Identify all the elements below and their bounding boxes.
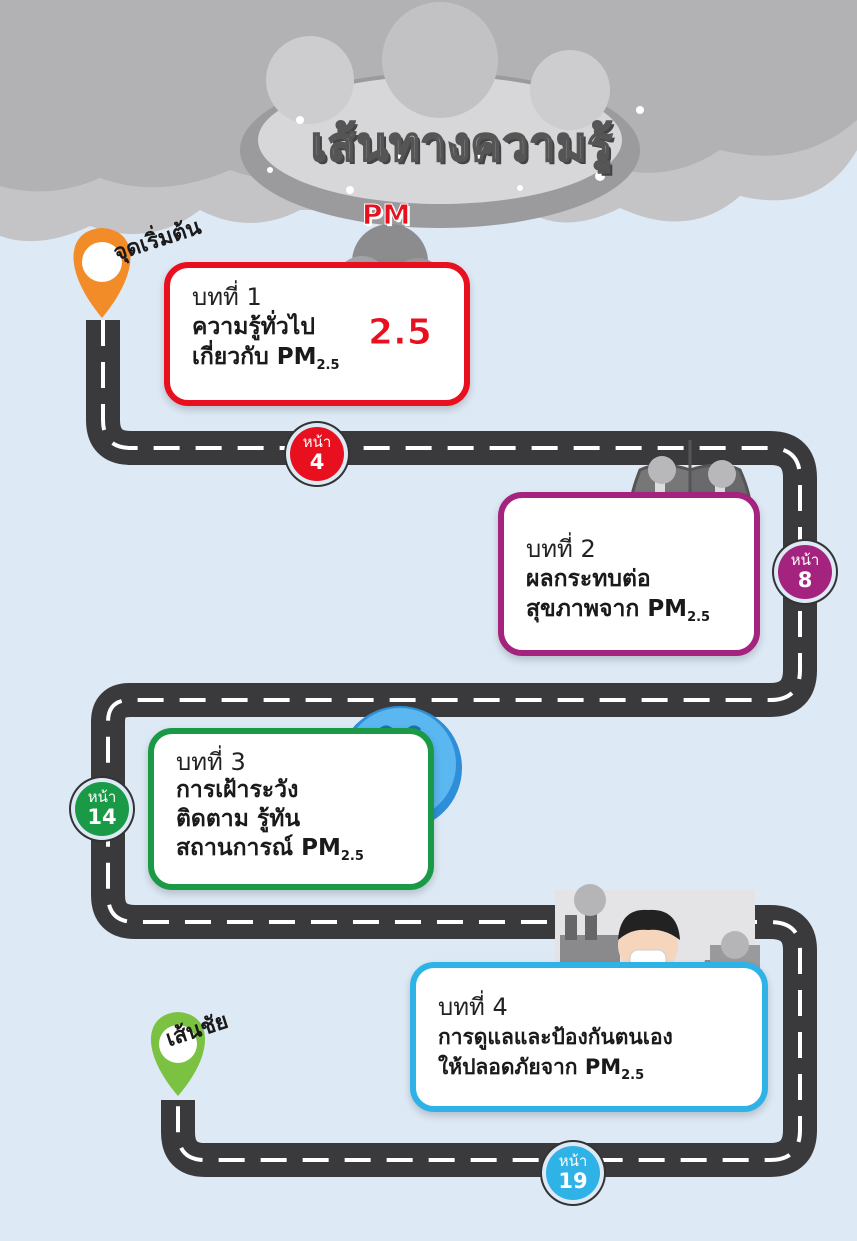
pm-subscript: 2.5 [340, 849, 364, 864]
pm-subscript: 2.5 [621, 1068, 645, 1083]
chapter-title-line: การเฝ้าระวัง [176, 777, 299, 803]
page-badge-4[interactable]: หน้า 19 [546, 1146, 600, 1200]
chapter-number: บทที่ 2 [526, 535, 596, 563]
page-badge-1[interactable]: หน้า 4 [290, 427, 344, 481]
page-title: เส้นทางความรู้ [310, 116, 614, 172]
chapter-card-2[interactable]: บทที่ 2 ผลกระทบต่อ สุขภาพจาก PM2.5 [498, 492, 760, 656]
chapter-card-3[interactable]: บทที่ 3 การเฝ้าระวัง ติดตาม รู้ทัน สถานก… [148, 728, 434, 890]
chapter-title-line: การดูแลและป้องกันตนเอง [438, 1025, 673, 1049]
chapter-card-1[interactable]: บทที่ 1 ความรู้ทั่วไป เกี่ยวกับ PM2.5 [164, 262, 470, 406]
pm-subscript: 2.5 [687, 610, 711, 625]
chapter-card-4[interactable]: บทที่ 4 การดูแลและป้องกันตนเอง ให้ปลอดภั… [410, 962, 768, 1112]
chapter-number: บทที่ 4 [438, 993, 508, 1021]
page-badge-number: 8 [797, 568, 813, 592]
chapter-title-line: สุขภาพจาก PM [526, 596, 688, 622]
page-badge-3[interactable]: หน้า 14 [75, 782, 129, 836]
chapter-title-line: ผลกระทบต่อ [526, 566, 651, 592]
cloud-banner [0, 0, 857, 242]
pm-icon-top-label: PM [361, 198, 411, 232]
chapter-title-line: สถานการณ์ PM [176, 835, 341, 861]
page-badge-number: 19 [558, 1169, 588, 1193]
page-badge-label: หน้า [87, 788, 117, 806]
pm-icon-bottom-label: 2.5 [368, 312, 433, 354]
pm-subscript: 2.5 [316, 358, 340, 373]
chapter-title-line: เกี่ยวกับ PM [192, 344, 317, 370]
page-badge-label: หน้า [790, 551, 820, 569]
page-badge-2[interactable]: หน้า 8 [778, 545, 832, 599]
page-badge-label: หน้า [558, 1152, 588, 1170]
page-badge-number: 14 [87, 805, 117, 829]
chapter-title-line: ความรู้ทั่วไป [192, 314, 315, 340]
page-badge-label: หน้า [302, 433, 332, 451]
chapter-number: บทที่ 1 [192, 283, 262, 311]
chapter-title-line: ให้ปลอดภัยจาก PM [438, 1055, 622, 1079]
finish-pin-icon [150, 1012, 206, 1096]
chapter-number: บทที่ 3 [176, 748, 246, 776]
page-badge-number: 4 [309, 450, 325, 474]
start-pin-icon [73, 228, 131, 318]
chapter-title-line: ติดตาม รู้ทัน [176, 806, 301, 832]
